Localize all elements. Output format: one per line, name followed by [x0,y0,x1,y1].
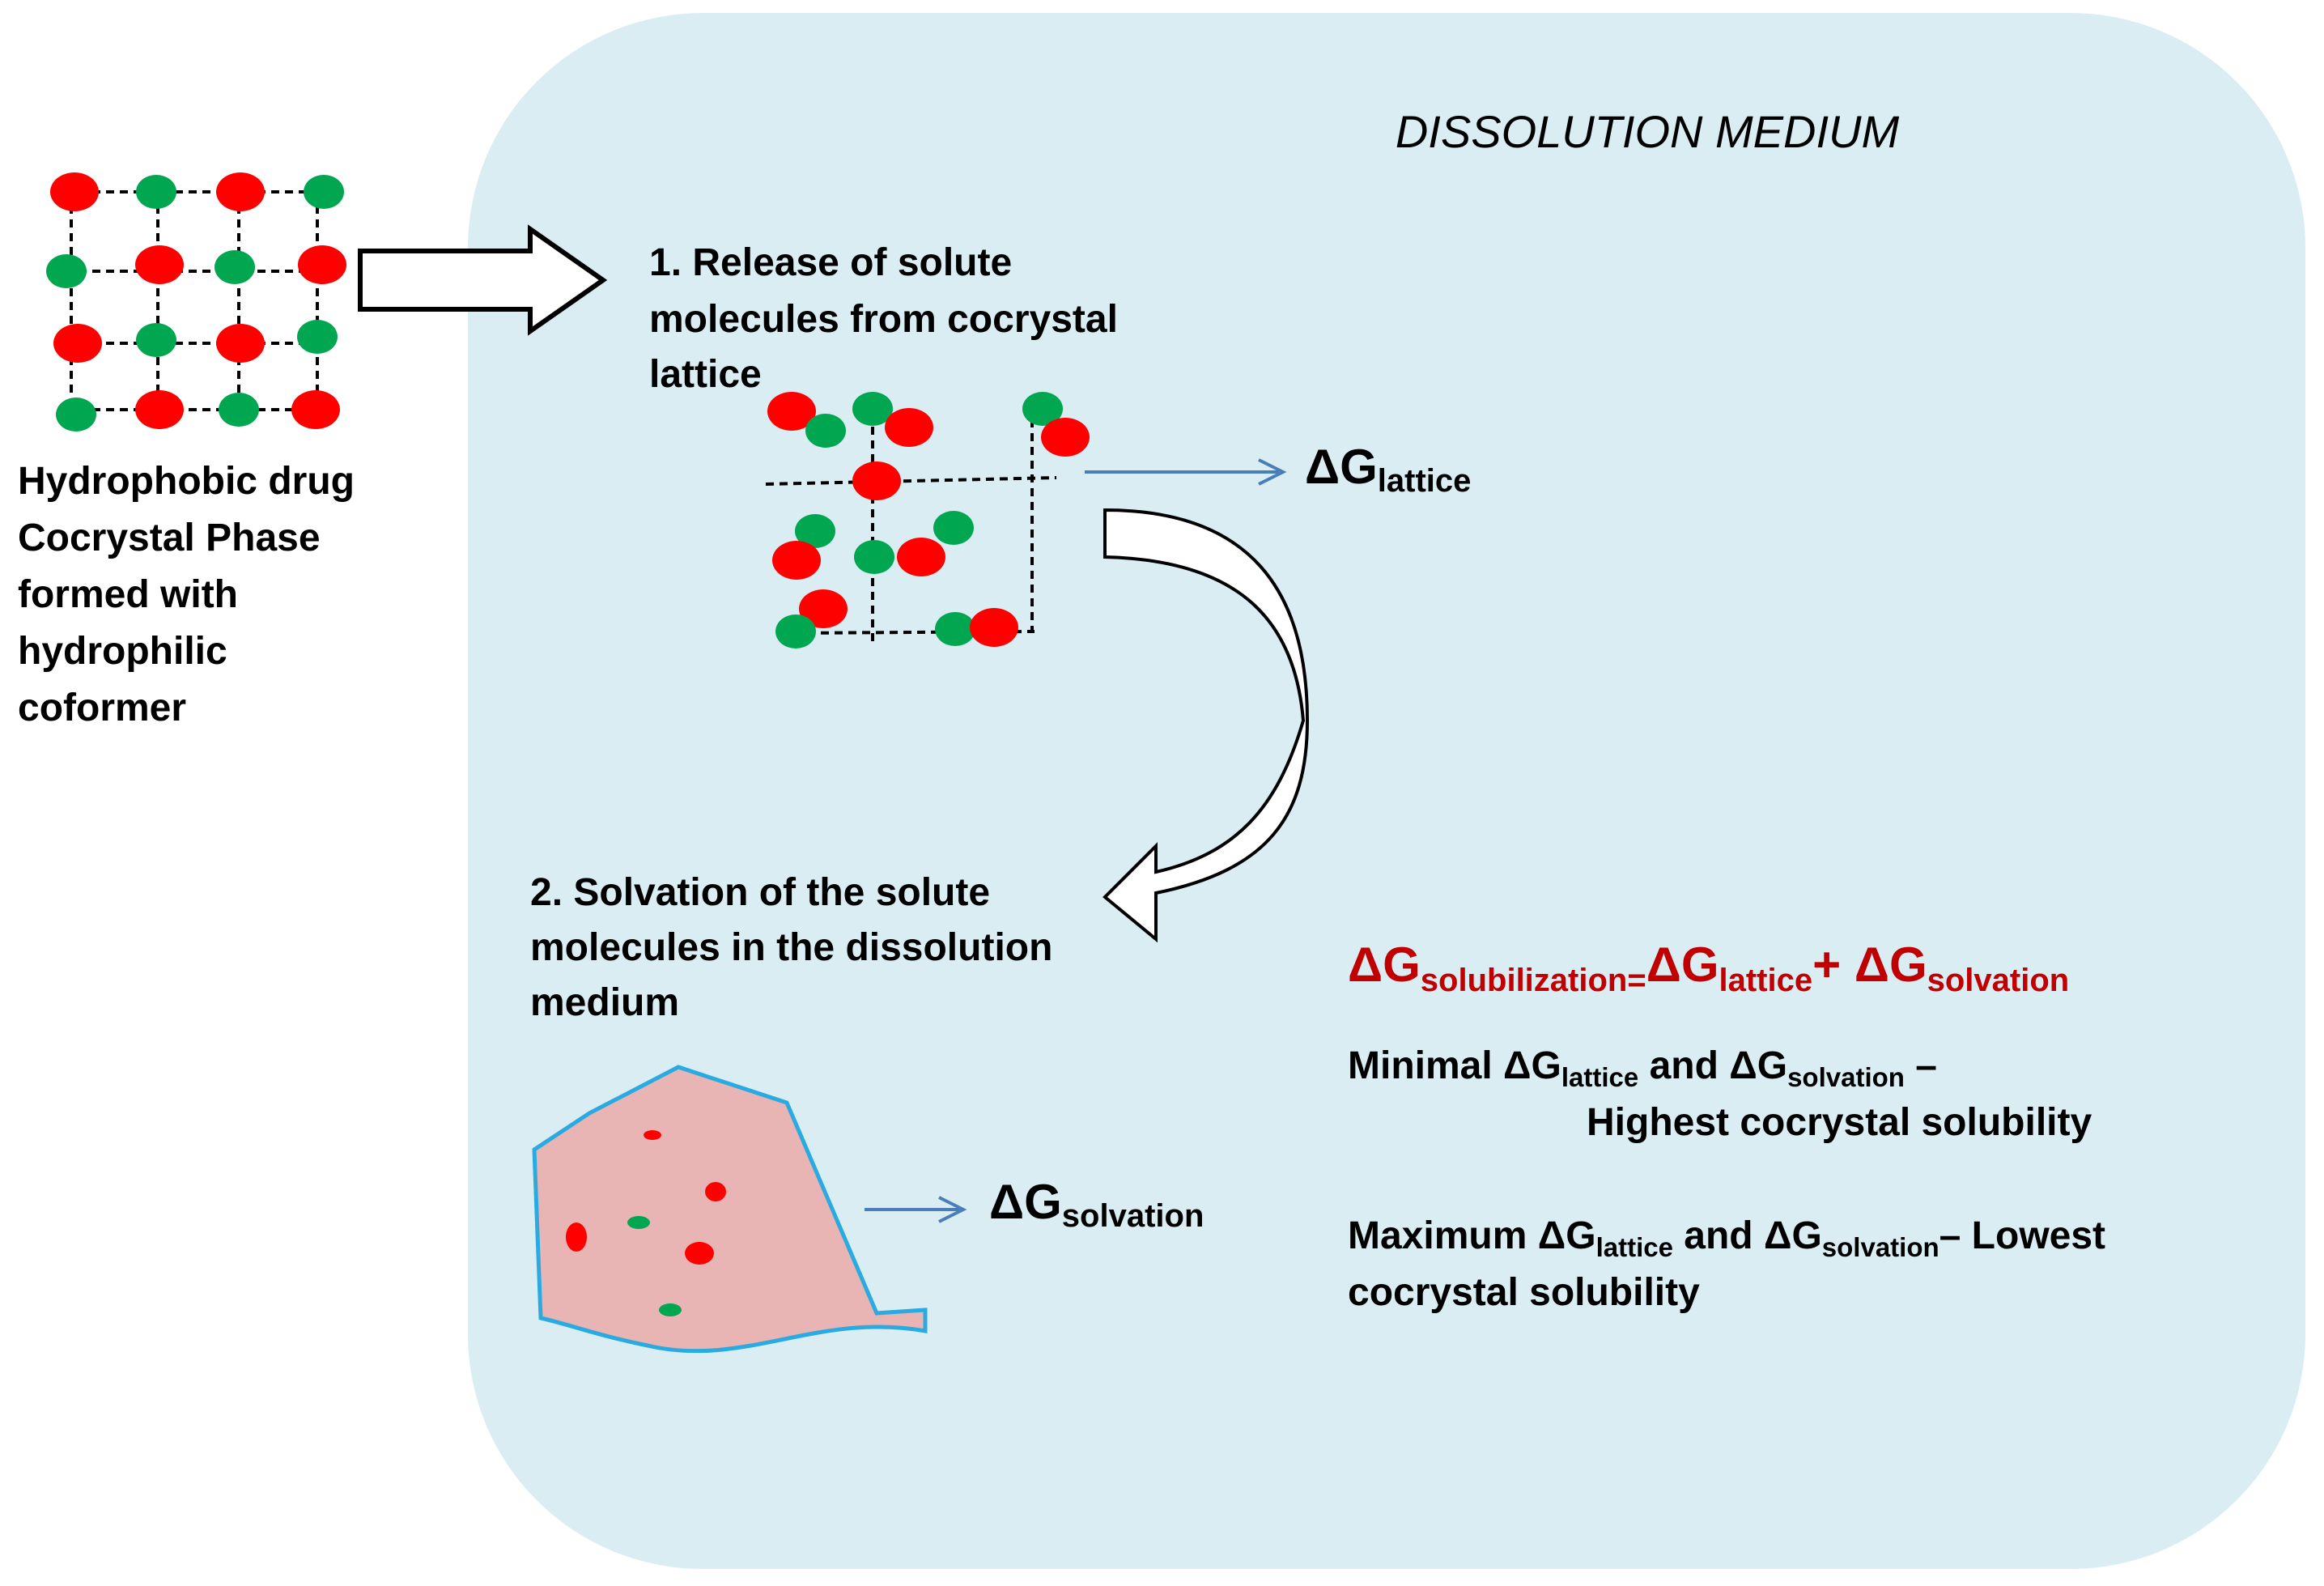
lattice-green-molecule [136,175,176,209]
delta-g-solvation-label: ΔGsolvation [989,1175,1204,1234]
eq-lhs-sub: solubilization [1421,963,1628,998]
released-molecules [767,392,1090,648]
lattice-green-molecule [219,393,259,427]
lattice-green-molecule [46,254,87,288]
maximum-part-a: Maximum ΔG [1348,1214,1596,1257]
maximum-sub-b: solvation [1822,1232,1939,1262]
minimal-part-a: Minimal ΔG [1348,1044,1561,1087]
lattice-green-molecule [136,323,176,357]
lattice-molecules [46,172,346,432]
minimal-part-b: and ΔG [1638,1044,1787,1087]
solvated-red-molecule [685,1242,714,1265]
released-red-molecule [799,589,848,628]
solvation-connector-arrow-icon [865,1196,967,1223]
released-red-molecule [767,392,816,431]
solution-blob [532,1065,928,1354]
eq-term2: ΔG [1855,938,1927,992]
broken-lattice [765,413,1057,644]
released-red-molecule [897,538,945,576]
eq-equals: = [1627,963,1646,998]
lattice-red-molecule [135,390,184,429]
minimal-sub-b: solvation [1787,1062,1905,1092]
released-red-molecule [970,608,1018,647]
step1-line-3: lattice [649,353,762,396]
step1-line-2: molecules from cocrystal [649,298,1118,341]
delta-g-lattice-label: ΔGlattice [1305,440,1471,499]
lattice-red-molecule [135,245,184,284]
caption-line-2: Cocrystal Phase [18,517,321,559]
released-green-molecule [854,540,894,574]
eq-term1: ΔG [1646,938,1719,992]
solvated-green-molecule [627,1216,650,1229]
solvated-green-molecule [659,1303,682,1316]
eq-lhs: ΔG [1348,938,1421,992]
minimal-part-c: – [1905,1044,1937,1087]
released-red-molecule [772,541,821,580]
medium-title: DISSOLUTION MEDIUM [1396,106,1900,157]
released-green-molecule [935,612,975,646]
lattice-red-molecule [298,245,346,284]
maximum-statement: Maximum ΔGlattice and ΔGsolvation– Lowes… [1348,1214,2105,1262]
lattice-green-molecule [304,175,344,209]
released-green-molecule [852,392,893,426]
caption-line-5: coformer [18,687,186,729]
delta-subscript: solvation [1062,1198,1204,1234]
released-green-molecule [1022,392,1063,426]
released-red-molecule [1041,418,1090,457]
lattice-green-molecule [297,320,338,354]
step1-text: 1. Release of solute molecules from cocr… [649,241,1118,396]
step2-text: 2. Solvation of the solute molecules in … [530,871,1052,1024]
solvated-red-molecule [644,1130,661,1140]
released-red-molecule [885,408,933,447]
delta-symbol: ΔG [1305,440,1378,494]
step2-line-1: 2. Solvation of the solute [530,871,990,914]
maximum-part-c: – Lowest [1939,1214,2105,1257]
released-green-molecule [805,414,846,448]
delta-symbol: ΔG [989,1175,1062,1229]
released-green-molecule [933,511,974,545]
minimal-line-2: Highest cocrystal solubility [1587,1101,2092,1144]
released-green-molecule [795,514,835,548]
solvated-red-molecule [566,1222,587,1252]
curved-down-arrow-icon [1103,508,1310,943]
maximum-sub-a: lattice [1596,1232,1673,1262]
maximum-part-b: and ΔG [1673,1214,1822,1257]
lattice-green-molecule [56,398,96,432]
released-red-molecule [852,461,901,500]
minimal-sub-a: lattice [1561,1062,1638,1092]
lattice-green-molecule [215,250,255,284]
delta-subscript: lattice [1378,463,1472,499]
caption-line-1: Hydrophobic drug [18,460,355,503]
cocrystal-lattice [65,190,325,411]
lattice-red-molecule [50,172,99,211]
step1-line-1: 1. Release of solute [649,241,1012,284]
maximum-line-2: cocrystal solubility [1348,1271,1700,1314]
minimal-statement: Minimal ΔGlattice and ΔGsolvation – [1348,1044,1937,1092]
step2-line-2: molecules in the dissolution [530,926,1052,969]
dissolution-medium-panel [468,13,2305,1569]
lattice-red-molecule [216,172,265,211]
big-hollow-arrow-icon [358,224,608,336]
lattice-red-molecule [53,324,102,363]
caption-line-3: formed with [18,573,238,616]
solvated-red-molecule [705,1182,726,1201]
lattice-red-molecule [216,324,265,363]
solubilization-equation: ΔGsolubilization=ΔGlattice+ ΔGsolvation [1348,938,2069,998]
lattice-connector-arrow-icon [1085,458,1287,486]
eq-term2-sub: solvation [1927,963,2070,998]
caption-line-4: hydrophilic [18,630,227,673]
solvated-molecules [566,1130,726,1316]
step2-line-3: medium [530,981,679,1024]
eq-plus: + [1812,938,1855,992]
released-green-molecule [775,614,816,648]
cocrystal-caption: Hydrophobic drug Cocrystal Phase formed … [18,460,355,729]
lattice-red-molecule [291,390,340,429]
eq-term1-sub: lattice [1719,963,1813,998]
